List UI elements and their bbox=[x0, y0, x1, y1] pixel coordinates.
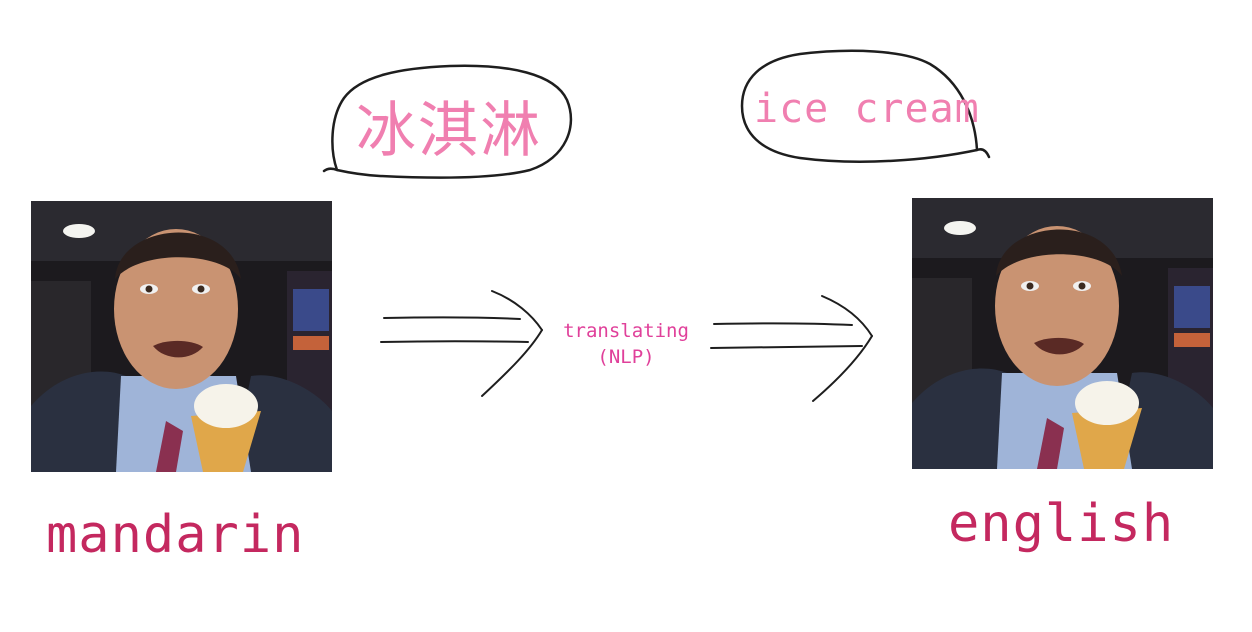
target-speech-text: ice cream bbox=[754, 86, 980, 132]
process-label: translating bbox=[563, 320, 689, 342]
process-sublabel: (NLP) bbox=[597, 346, 655, 368]
target-language-caption: english bbox=[948, 494, 1175, 554]
speaker-photo-source bbox=[31, 201, 332, 472]
speaker-photo-target bbox=[912, 198, 1213, 469]
translation-process-label: translating (NLP) bbox=[557, 318, 695, 370]
source-speech-text: 冰淇淋 bbox=[356, 96, 542, 166]
source-language-caption: mandarin bbox=[46, 505, 305, 565]
double-arrow-left-icon bbox=[380, 290, 543, 397]
speech-bubble-right bbox=[740, 49, 991, 163]
double-arrow-right-icon bbox=[710, 295, 873, 402]
speech-bubble-left bbox=[322, 64, 573, 179]
